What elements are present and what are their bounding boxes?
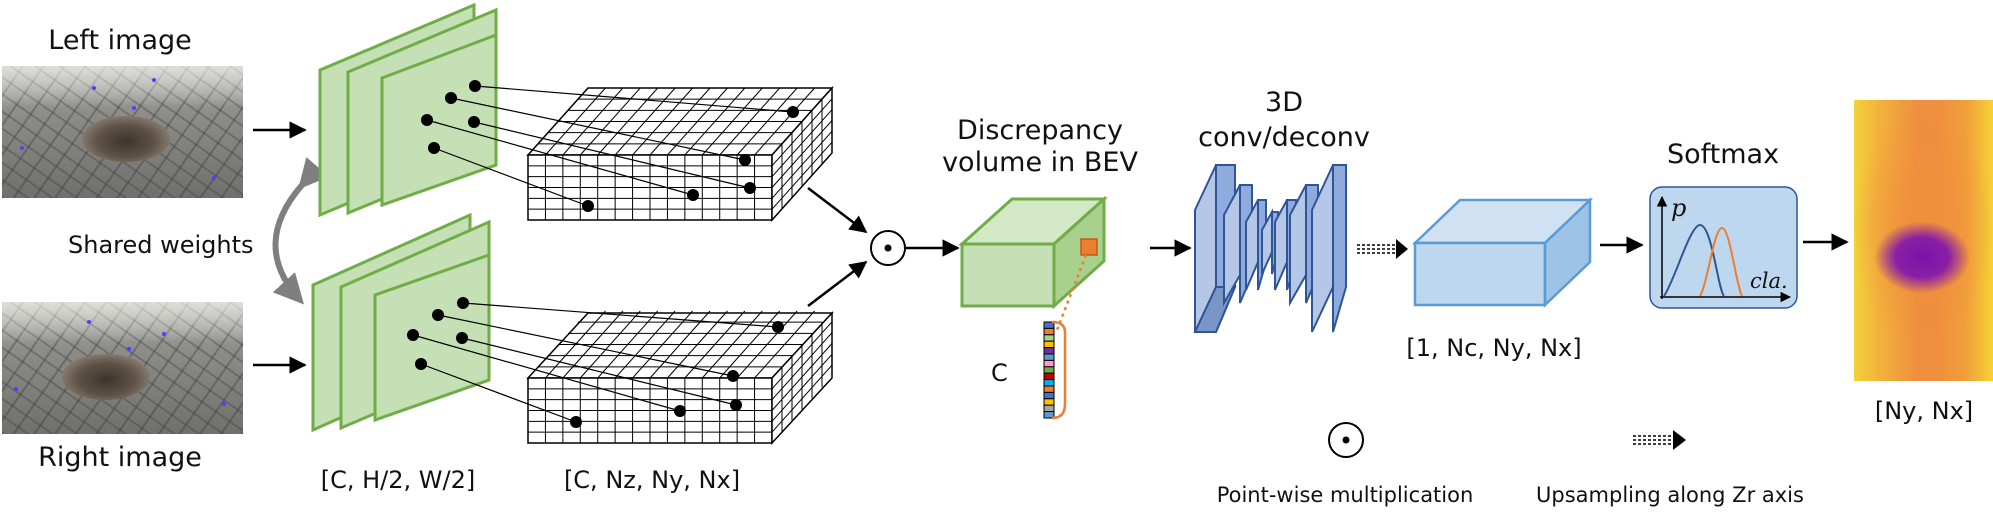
channel-cell bbox=[1043, 359, 1055, 368]
bottom-feature-dots bbox=[407, 297, 784, 428]
channel-cell bbox=[1043, 385, 1055, 393]
right-image-photo bbox=[2, 302, 243, 434]
legend-multiplication-label: Point-wise multiplication bbox=[1216, 483, 1474, 507]
volume-shape-label: [C, Nz, Ny, Nx] bbox=[563, 466, 741, 494]
legend-upsampling-icon bbox=[1633, 430, 1686, 450]
output-volume bbox=[1411, 197, 1594, 308]
channel-cell bbox=[1043, 372, 1055, 381]
top-feature-maps bbox=[318, 2, 498, 218]
conv-deconv-blocks bbox=[1193, 164, 1347, 333]
channel-cell bbox=[1043, 379, 1055, 387]
left-image-photo bbox=[2, 66, 243, 198]
bottom-feature-maps bbox=[311, 212, 491, 433]
right-image-label: Right image bbox=[38, 442, 202, 473]
channel-cell bbox=[1043, 340, 1055, 349]
left-image-label: Left image bbox=[48, 25, 192, 56]
conv-title-line1: 3D bbox=[1265, 87, 1303, 118]
channel-cell bbox=[1043, 366, 1055, 374]
bottom-projection-lines bbox=[412, 302, 779, 423]
channel-cell bbox=[1043, 334, 1055, 342]
feature-shape-label: [C, H/2, W/2] bbox=[320, 466, 476, 494]
channel-cell bbox=[1043, 347, 1055, 355]
softmax-curve-blue bbox=[1663, 223, 1725, 297]
channel-label: C bbox=[991, 359, 1008, 387]
arrow-bottom-volume-to-mult bbox=[807, 260, 868, 307]
channel-cell bbox=[1043, 398, 1055, 406]
softmax-plot bbox=[1649, 186, 1798, 309]
discrepancy-volume bbox=[958, 195, 1108, 310]
softmax-curve-orange bbox=[1699, 226, 1743, 297]
channel-cell bbox=[1043, 404, 1055, 413]
channel-cell bbox=[1043, 411, 1055, 419]
conv-title-line2: conv/deconv bbox=[1198, 122, 1370, 153]
pointwise-multiplication-icon bbox=[870, 230, 906, 266]
arrow-top-volume-to-mult bbox=[807, 187, 868, 234]
channel-cell bbox=[1043, 353, 1055, 361]
softmax-y-axis-label: p bbox=[1671, 194, 1687, 222]
top-projection-lines bbox=[426, 85, 794, 207]
output-volume-shape-label: [1, Nc, Ny, Nx] bbox=[1406, 334, 1582, 362]
softmax-title: Softmax bbox=[1666, 139, 1780, 170]
legend-multiplication-icon bbox=[1328, 422, 1364, 458]
probability-heatmap bbox=[1854, 100, 1993, 381]
softmax-x-axis-label: cla. bbox=[1750, 269, 1788, 293]
channel-cell bbox=[1043, 391, 1055, 400]
final-shape-label: [Ny, Nx] bbox=[1874, 397, 1974, 425]
channel-bracket bbox=[1051, 320, 1067, 420]
discrepancy-title-line1: Discrepancy bbox=[957, 115, 1123, 146]
channel-vector bbox=[1043, 321, 1055, 419]
channel-cell bbox=[1043, 327, 1055, 336]
upsampling-arrow-icon bbox=[1357, 239, 1408, 259]
discrepancy-voxel bbox=[1080, 238, 1098, 256]
shared-weights-label: Shared weights bbox=[68, 231, 254, 259]
curved-shared-weights-arrow-icon bbox=[272, 157, 330, 305]
top-feature-dots bbox=[421, 80, 799, 212]
discrepancy-title-line2: volume in BEV bbox=[942, 147, 1138, 178]
legend-upsampling-label: Upsampling along Zr axis bbox=[1536, 483, 1804, 507]
